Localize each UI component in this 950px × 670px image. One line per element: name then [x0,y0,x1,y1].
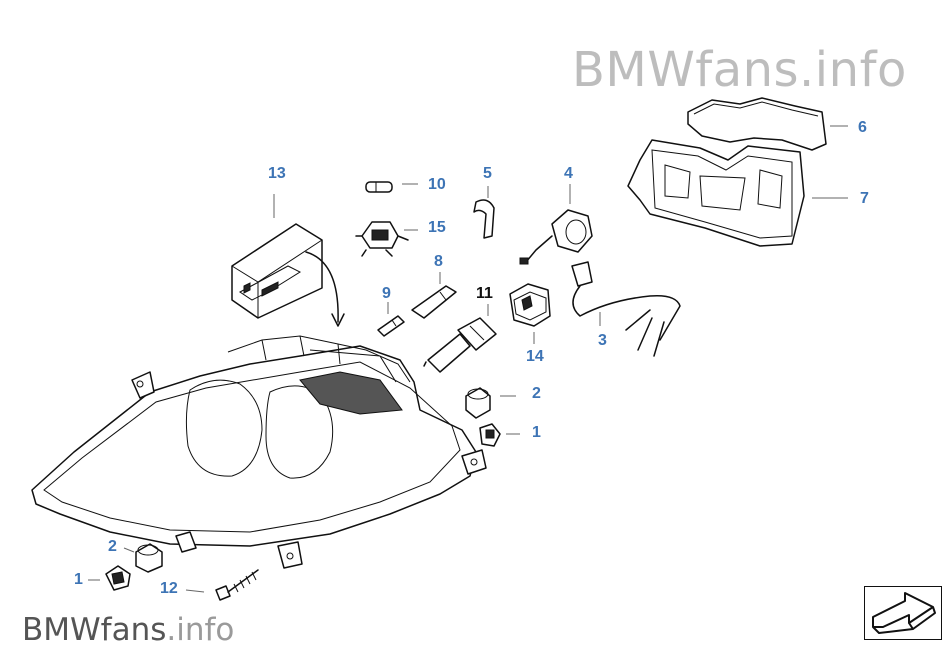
label-14[interactable]: 14 [526,348,544,365]
watermark-top: BMWfans.info [572,42,907,98]
watermark-top-suffix: .info [799,42,907,98]
part-6-gasket[interactable] [687,97,827,151]
back-nav-button[interactable] [864,586,942,640]
label-1-upper[interactable]: 1 [532,424,541,441]
watermark-bottom-brand: BMWfans [22,612,167,648]
label-9[interactable]: 9 [382,285,391,302]
label-2-lower[interactable]: 2 [108,538,117,555]
part-1-clip-upper[interactable] [479,423,501,447]
part-2-cap-lower[interactable] [135,543,163,573]
label-5[interactable]: 5 [483,165,492,182]
label-10[interactable]: 10 [428,176,446,193]
part-12-screw[interactable] [215,569,259,601]
part-5-tube[interactable] [473,199,495,239]
part-8-bulb[interactable] [411,285,457,319]
part-13-module[interactable] [231,223,345,327]
watermark-bottom: BMWfans.info [22,612,234,648]
part-9-bulb[interactable] [377,315,405,337]
label-15[interactable]: 15 [428,219,446,236]
label-7[interactable]: 7 [860,190,869,207]
watermark-bottom-suffix: .info [166,612,235,648]
label-2-upper[interactable]: 2 [532,385,541,402]
part-3-harness[interactable] [571,261,681,357]
label-1-lower[interactable]: 1 [74,571,83,588]
part-10-bulb[interactable] [365,181,393,193]
label-13[interactable]: 13 [268,165,286,182]
label-6[interactable]: 6 [858,119,867,136]
label-12[interactable]: 12 [160,580,178,597]
label-8[interactable]: 8 [434,253,443,270]
label-11[interactable]: 11 [476,285,493,302]
watermark-top-brand: BMWfans [572,42,800,98]
leader-lines [88,125,848,593]
part-2-cap-upper[interactable] [465,387,491,419]
label-4[interactable]: 4 [564,165,573,182]
part-7-cover[interactable] [627,139,805,247]
label-3[interactable]: 3 [598,332,607,349]
part-11-bulb[interactable] [423,317,497,373]
part-1-clip-lower[interactable] [105,565,131,591]
arrow-return-icon [872,592,936,634]
headlamp-housing[interactable] [31,335,487,569]
part-14-holder[interactable] [509,283,551,327]
part-4-actuator[interactable] [519,209,593,265]
part-15-socket[interactable] [355,221,409,257]
